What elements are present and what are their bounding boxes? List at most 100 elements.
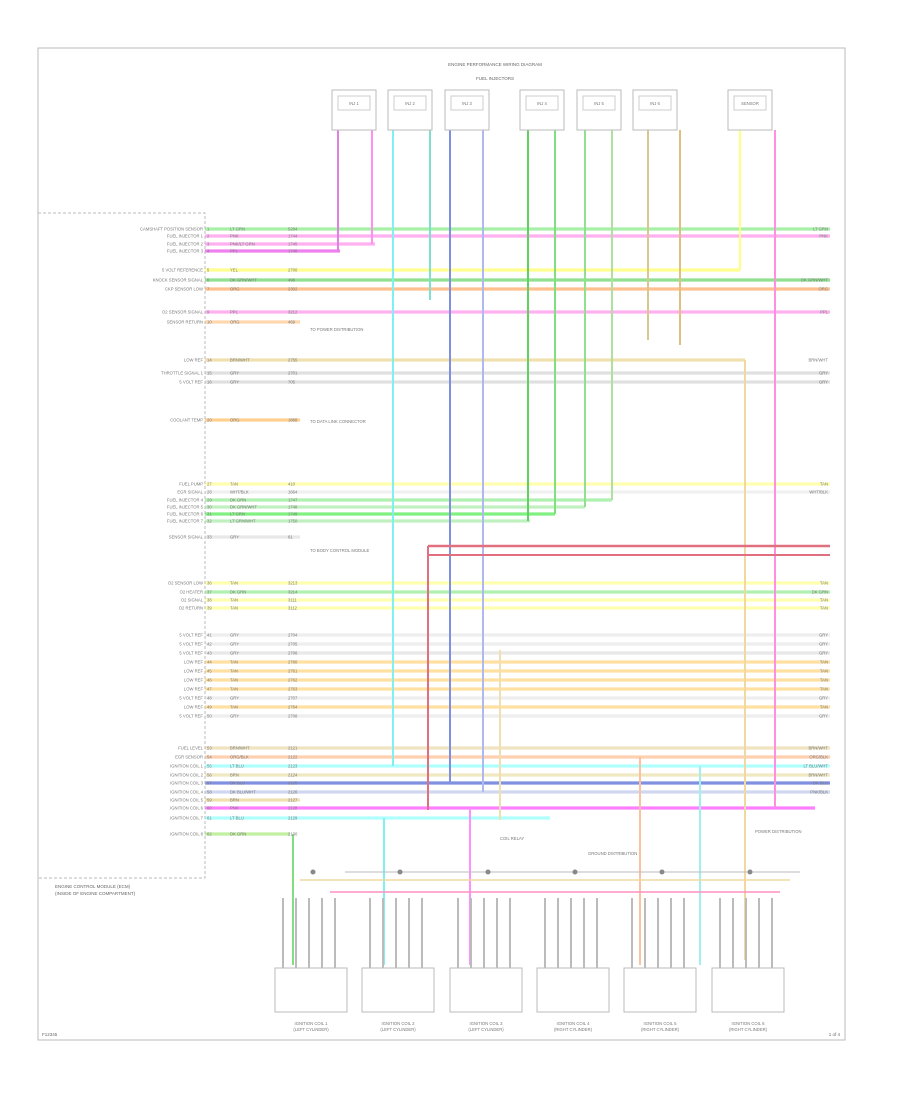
connector-body <box>450 95 484 111</box>
wire-color-label: TAN <box>230 482 238 487</box>
pin-number: 42 <box>207 642 212 647</box>
circuit-number: 2701 <box>288 371 298 376</box>
pin-name: O2 RETURN <box>179 606 203 611</box>
pin-name: LOW REF <box>184 669 204 674</box>
pin-number: 61 <box>207 816 212 821</box>
connector-label: INJ 4 <box>537 101 547 106</box>
vertical-wire-layer <box>292 130 830 965</box>
bottom-note-3: POWER DISTRIBUTION <box>755 829 802 834</box>
pin-number: 33 <box>207 535 212 540</box>
pin-number: 48 <box>207 696 212 701</box>
wire-color-label: TAN <box>230 669 238 674</box>
wire-right-label: BRN/WHT <box>808 773 828 778</box>
wire-color-label: BRN <box>230 798 239 803</box>
pin-number: 56 <box>207 773 212 778</box>
connector-label: SENSOR <box>741 101 759 106</box>
circuit-number: 3213 <box>288 581 298 586</box>
splice-note-3: TO BODY CONTROL MODULE <box>310 548 369 553</box>
pin-number: 9 <box>207 310 210 315</box>
connector-body <box>525 95 559 111</box>
wire-right-label: PNK/BLK <box>810 790 828 795</box>
ignition-coil-box <box>536 967 610 1013</box>
pin-name: 5 VOLT REF <box>179 642 203 647</box>
connector-body <box>337 95 371 111</box>
bottom-note-1: COIL RELAY <box>500 836 524 841</box>
wire-color-label: DK BLU <box>230 781 245 786</box>
wire-right-label: DK GRN <box>812 590 828 595</box>
circuit-number: 2762 <box>288 678 298 683</box>
wire-color-label: PPL <box>230 310 239 315</box>
pin-name: O2 HEATER <box>180 590 203 595</box>
wire-color-label: TAN <box>230 705 238 710</box>
wire-color-label: DK GRN <box>230 832 246 837</box>
circuit-number: 1868 <box>288 418 298 423</box>
wire-color-label: ORG/BLK <box>230 755 249 760</box>
connector-label: INJ 1 <box>349 101 359 106</box>
circuit-number: 1744 <box>288 234 298 239</box>
page-title: ENGINE PERFORMANCE WIRING DIAGRAM <box>448 62 542 67</box>
coil-label: IGNITION COIL 5 <box>644 1021 678 1026</box>
coil-label: IGNITION COIL 2 <box>382 1021 416 1026</box>
connector-label: INJ 2 <box>405 101 415 106</box>
wire-color-label: LT GRN <box>230 512 245 517</box>
circuit-number: 61 <box>288 535 293 540</box>
wire-right-label: TAN <box>820 482 828 487</box>
circuit-number: 3214 <box>288 590 298 595</box>
circuit-number: 410 <box>288 482 296 487</box>
wire-color-label: TAN <box>230 606 238 611</box>
pin-name: FUEL INJECTOR 1 <box>167 234 204 239</box>
pin-number: 47 <box>207 687 212 692</box>
pin-number: 3 <box>207 242 210 247</box>
splice-dot <box>485 869 491 875</box>
circuit-number: 2129 <box>288 816 298 821</box>
wire-right-label: TAN <box>820 598 828 603</box>
wire-right-label: GRY <box>819 380 828 385</box>
wire-color-label: BRN <box>230 773 239 778</box>
connector-label: INJ 5 <box>594 101 604 106</box>
wire-right-label: GRY <box>819 633 828 638</box>
wire-right-label: GRY <box>819 714 828 719</box>
circuit-number: 3212 <box>288 310 298 315</box>
pin-number: 14 <box>207 358 212 363</box>
pin-number: 55 <box>207 764 212 769</box>
pin-name: EGR SIGNAL <box>177 490 203 495</box>
pin-name: FUEL INJECTOR 7 <box>167 519 204 524</box>
pin-number: 27 <box>207 482 212 487</box>
pin-name: FUEL LEVEL <box>178 746 203 751</box>
coil-label: IGNITION COIL 4 <box>557 1021 591 1026</box>
connector-body <box>393 95 427 111</box>
pin-name: 5 VOLT REF <box>179 696 203 701</box>
wire-color-label: TAN <box>230 598 238 603</box>
wire-color-label: LT GRN/WHT <box>230 519 256 524</box>
splice-note-1: TO POWER DISTRIBUTION <box>310 327 363 332</box>
pin-number: 58 <box>207 790 212 795</box>
pin-name: IGNITION COIL 7 <box>170 816 204 821</box>
wire-color-label: TAN <box>230 581 238 586</box>
connector-label: INJ 3 <box>462 101 472 106</box>
wire-color-label: BRN/WHT <box>230 746 250 751</box>
wire-color-label: DK BLU/WHT <box>230 790 256 795</box>
wire-right-label: ORG/BLK <box>809 755 828 760</box>
pin-name: 5 VOLT REF <box>179 714 203 719</box>
circuit-number: 3111 <box>288 598 297 603</box>
circuit-number: 5284 <box>288 227 298 232</box>
circuit-number: 2126 <box>288 790 298 795</box>
wire-right-label: WHT/BLK <box>809 490 828 495</box>
pin-number: 28 <box>207 490 212 495</box>
wire-color-label: LT BLU <box>230 816 244 821</box>
pin-name: IGNITION COIL 6 <box>170 806 204 811</box>
pin-number: 31 <box>207 512 212 517</box>
pin-name: COOLANT TEMP <box>170 418 203 423</box>
circuit-number: 1748 <box>288 505 298 510</box>
wire-color-label: DK GRN <box>230 590 246 595</box>
page-marker: 1 of 4 <box>829 1032 841 1037</box>
circuit-number: 2707 <box>288 696 298 701</box>
wire-color-label: LT GRN <box>230 227 245 232</box>
pin-name: IGNITION COIL 4 <box>170 790 204 795</box>
pin-number: 45 <box>207 669 212 674</box>
ignition-coil-box <box>361 967 435 1013</box>
coil-label: IGNITION COIL 3 <box>470 1021 504 1026</box>
pin-name: FUEL INJECTOR 3 <box>167 249 204 254</box>
pin-number: 20 <box>207 418 212 423</box>
wire-right-label: ORG <box>818 287 828 292</box>
